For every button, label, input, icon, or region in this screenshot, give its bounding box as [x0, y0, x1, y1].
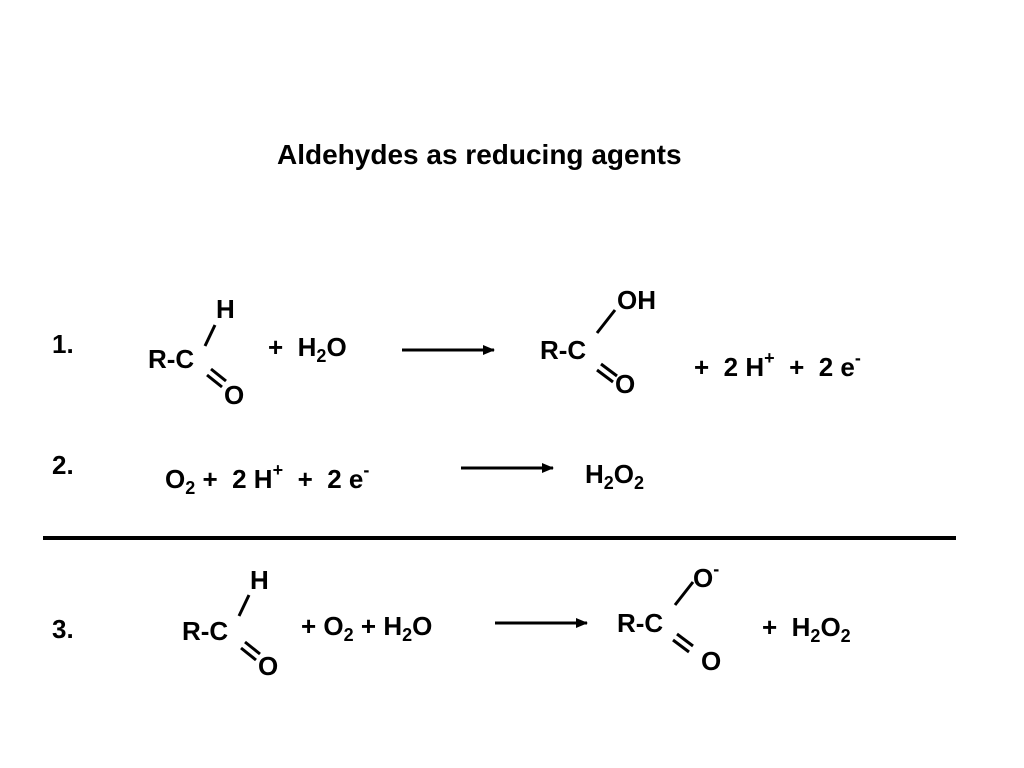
r2-h: 2 H	[232, 464, 273, 494]
r3-o2-sub: 2	[343, 625, 354, 645]
r1-products-h-sup: +	[764, 348, 775, 368]
r2-e: 2 e	[327, 464, 364, 494]
r3-carboxylate-co-double-bond-a	[676, 632, 694, 648]
r1-plus: +	[268, 332, 284, 362]
r2-plus2: +	[297, 464, 313, 494]
r1-aldehyde-rc: R-C	[148, 344, 195, 374]
r1-plus-water: + H2O	[268, 334, 347, 365]
r3-aldehyde-co-double-bond-b	[240, 646, 257, 662]
r3-carboxylate-o-double: O	[701, 646, 722, 676]
r2-product-h: H	[585, 459, 604, 489]
r1-products-plus1: +	[694, 352, 710, 382]
r3-product-plus: +	[762, 612, 778, 642]
r2-o2: O	[165, 464, 186, 494]
r2-o2-sub: 2	[185, 478, 196, 498]
page-title: Aldehydes as reducing agents	[277, 139, 682, 170]
r3-aldehyde-co-double-bond-a	[244, 640, 261, 656]
r1-products-plus2: +	[789, 352, 805, 382]
r2-product-o: O	[613, 459, 635, 489]
r1-aldehyde-o: O	[224, 380, 245, 410]
r1-water-h: H	[297, 332, 317, 362]
r2-e-sup: -	[363, 460, 370, 480]
r3-reactants: + O2 + H2O	[301, 613, 432, 644]
r1-acid-co-double-bond-a	[600, 362, 618, 378]
r1-water-o: O	[326, 332, 347, 362]
r1-products: + 2 H+ + 2 e-	[694, 349, 861, 380]
r1-water-h-sub: 2	[316, 346, 327, 366]
r1-acid-co-double-bond-b	[596, 368, 614, 384]
r1-products-h: 2 H	[723, 352, 765, 382]
reaction-2-number: 2.	[52, 450, 74, 480]
r3-product-h-sub: 2	[810, 626, 821, 646]
r3-water-h: H	[383, 611, 403, 641]
r1-acid-oh: OH	[617, 285, 656, 315]
r3-carboxylate-rc: R-C	[617, 608, 664, 638]
r3-o2: O	[323, 611, 344, 641]
r3-product-h2o2: + H2O2	[762, 614, 851, 645]
r3-aldehyde-rc: R-C	[182, 616, 229, 646]
r1-products-e-sup: -	[854, 348, 861, 368]
r3-carboxylate-co-double-bond-b	[672, 638, 690, 654]
r2-product-h2o2: H2O2	[585, 461, 644, 492]
r2-plus1: +	[202, 464, 218, 494]
r3-carboxylate-o-top: O-	[693, 560, 719, 591]
r3-aldehyde-o: O	[258, 651, 279, 681]
r1-aldehyde-h: H	[216, 294, 235, 324]
r2-product-o-sub: 2	[634, 473, 645, 493]
reaction-1-number: 1.	[52, 329, 74, 359]
r3-carboxylate-o-sup: -	[713, 559, 720, 579]
r1-acid-rc: R-C	[540, 335, 587, 365]
r1-aldehyde-co-double-bond-b	[206, 373, 223, 389]
r3-carboxylate-o: O	[693, 563, 714, 593]
reaction-3-number: 3.	[52, 614, 74, 644]
r3-product-o: O	[820, 612, 841, 642]
r3-plus1: +	[301, 611, 317, 641]
r1-acid-o: O	[615, 369, 636, 399]
r3-plus2: +	[360, 611, 377, 641]
r3-product-h: H	[791, 612, 811, 642]
r3-water-o: O	[412, 611, 433, 641]
r3-aldehyde-ch-bond	[237, 594, 251, 617]
r1-products-e: 2 e	[818, 352, 855, 382]
r1-aldehyde-co-double-bond-a	[210, 367, 227, 383]
r3-aldehyde-h: H	[250, 565, 269, 595]
r2-reactants: O2 + 2 H+ + 2 e-	[165, 461, 369, 497]
r3-product-o-sub: 2	[840, 626, 851, 646]
r1-acid-coh-bond	[595, 309, 617, 334]
r3-carboxylate-co-bond	[673, 581, 695, 606]
r2-product-h-sub: 2	[603, 473, 614, 493]
r2-h-sup: +	[272, 460, 284, 480]
r3-water-h-sub: 2	[402, 625, 413, 645]
r1-aldehyde-ch-bond	[203, 324, 217, 347]
